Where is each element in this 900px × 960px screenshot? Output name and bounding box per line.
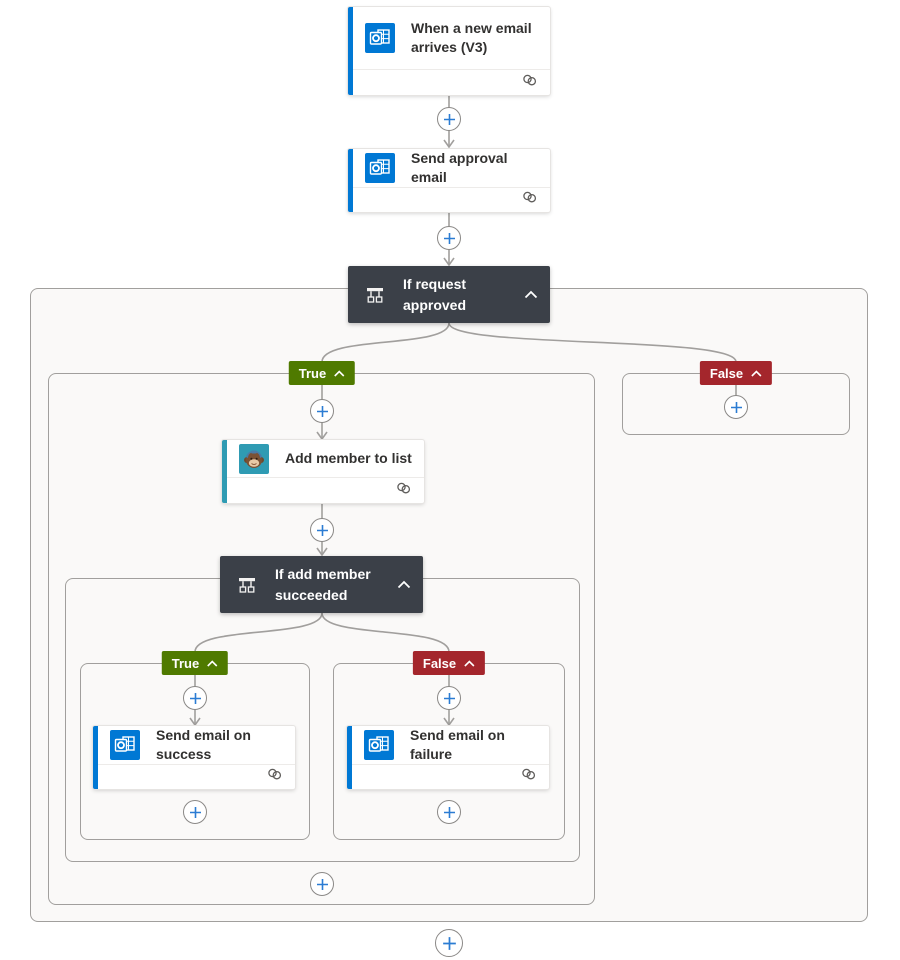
outlook-icon — [364, 729, 394, 760]
card-title: Send email on success — [156, 727, 251, 762]
connector-accent-bar — [348, 7, 353, 95]
condition-icon — [235, 573, 259, 597]
insert-action-button[interactable] — [437, 686, 461, 710]
outlook-icon — [110, 729, 140, 760]
card-title: Add member to list — [285, 450, 412, 467]
insert-action-button[interactable] — [437, 107, 461, 131]
add-action-button[interactable] — [435, 929, 463, 957]
trigger-card-when-new-email-arrives[interactable]: When a new email arrives (V3) — [348, 7, 550, 95]
branch-label-true[interactable]: True — [288, 361, 356, 385]
branch-label-false[interactable]: False — [412, 651, 486, 675]
chevron-up-icon[interactable] — [751, 369, 762, 377]
chevron-up-icon[interactable] — [524, 290, 538, 299]
card-title: Send email on failure — [410, 727, 505, 762]
condition-card-if-request-approved[interactable]: If request approved — [348, 266, 550, 323]
branch-label-true[interactable]: True — [161, 651, 229, 675]
card-title: When a new email arrives (V3) — [411, 20, 532, 55]
connection-icon — [521, 73, 538, 92]
branch-label-text: True — [171, 655, 200, 671]
outlook-icon — [365, 152, 395, 183]
connection-icon — [521, 190, 538, 209]
chevron-up-icon[interactable] — [397, 580, 411, 589]
chevron-up-icon[interactable] — [207, 659, 218, 667]
card-title: Send approval email — [411, 150, 508, 185]
insert-action-button[interactable] — [183, 800, 207, 824]
insert-action-button[interactable] — [437, 800, 461, 824]
connection-icon — [266, 767, 283, 786]
mailchimp-icon — [239, 443, 269, 474]
chevron-up-icon[interactable] — [334, 369, 345, 377]
connector-accent-bar — [222, 440, 227, 503]
action-card-send-email-on-success[interactable]: Send email on success — [93, 726, 295, 789]
connector-accent-bar — [93, 726, 98, 789]
condition-card-if-add-member-succeeded[interactable]: If add member succeeded — [220, 556, 423, 613]
insert-action-button[interactable] — [310, 872, 334, 896]
insert-action-button[interactable] — [310, 518, 334, 542]
connection-icon — [520, 767, 537, 786]
outlook-icon — [365, 23, 395, 53]
insert-action-button[interactable] — [437, 226, 461, 250]
connection-icon — [395, 481, 412, 500]
branch-label-false[interactable]: False — [699, 361, 773, 385]
connector-accent-bar — [348, 149, 353, 212]
connector-accent-bar — [347, 726, 352, 789]
insert-action-button[interactable] — [310, 399, 334, 423]
action-card-send-approval-email[interactable]: Send approval email — [348, 149, 550, 212]
action-card-add-member-to-list[interactable]: Add member to list — [222, 440, 424, 503]
chevron-up-icon[interactable] — [464, 659, 475, 667]
insert-action-button[interactable] — [183, 686, 207, 710]
insert-action-button[interactable] — [724, 395, 748, 419]
condition-title: If request approved — [403, 275, 467, 313]
branch-label-text: False — [422, 655, 457, 671]
branch-label-text: True — [298, 365, 327, 381]
branch-label-text: False — [709, 365, 744, 381]
condition-title: If add member succeeded — [275, 565, 371, 603]
action-card-send-email-on-failure[interactable]: Send email on failure — [347, 726, 549, 789]
condition-icon — [363, 283, 387, 307]
